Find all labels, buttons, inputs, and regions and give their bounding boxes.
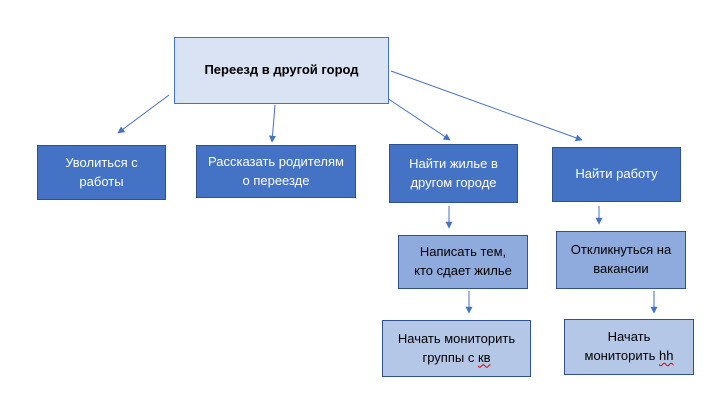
node-monitor-groups: Начать мониторить группы с кв	[382, 320, 531, 377]
node-quit-job-label: Уволиться с работы	[65, 154, 138, 189]
arrow-root-to-find-job	[390, 70, 583, 142]
node-monitor-hh-label-main: Начать мониторить	[584, 329, 656, 363]
node-tell-parents: Рассказать родителям о переезде	[196, 145, 356, 198]
node-monitor-hh-label-word: hh	[659, 348, 674, 363]
node-monitor-groups-label: Начать мониторить группы с кв	[398, 330, 515, 368]
node-root-relocation: Переезд в другой город	[174, 37, 389, 104]
node-tell-parents-label: Рассказать родителям о переезде	[208, 153, 344, 188]
node-respond-vacancies-label: Откликнуться на вакансии	[570, 242, 672, 276]
node-find-housing-label: Найти жилье в другом городе	[409, 155, 498, 190]
arrow-root-to-tell-parents	[269, 104, 276, 143]
node-find-job-label: Найти работу	[575, 166, 658, 182]
arrow-root-to-find-housing	[386, 97, 451, 141]
arrow-root-to-quit-job	[117, 94, 170, 134]
node-monitor-groups-label-word: кв	[477, 349, 491, 365]
node-monitor-hh: Начать мониторить hh	[564, 319, 694, 375]
node-monitor-hh-label: Начать мониторить hh	[585, 328, 674, 366]
node-find-housing: Найти жилье в другом городе	[389, 144, 518, 203]
node-root-label: Переезд в другой город	[204, 62, 359, 78]
node-write-landlords-label: Написать тем, кто сдает жилье	[414, 244, 512, 278]
node-quit-job: Уволиться с работы	[37, 145, 166, 200]
node-respond-vacancies: Откликнуться на вакансии	[556, 231, 686, 289]
node-find-job: Найти работу	[552, 147, 681, 202]
node-write-landlords: Написать тем, кто сдает жилье	[398, 235, 528, 289]
node-monitor-groups-label-main: Начать мониторить группы с	[397, 330, 516, 365]
